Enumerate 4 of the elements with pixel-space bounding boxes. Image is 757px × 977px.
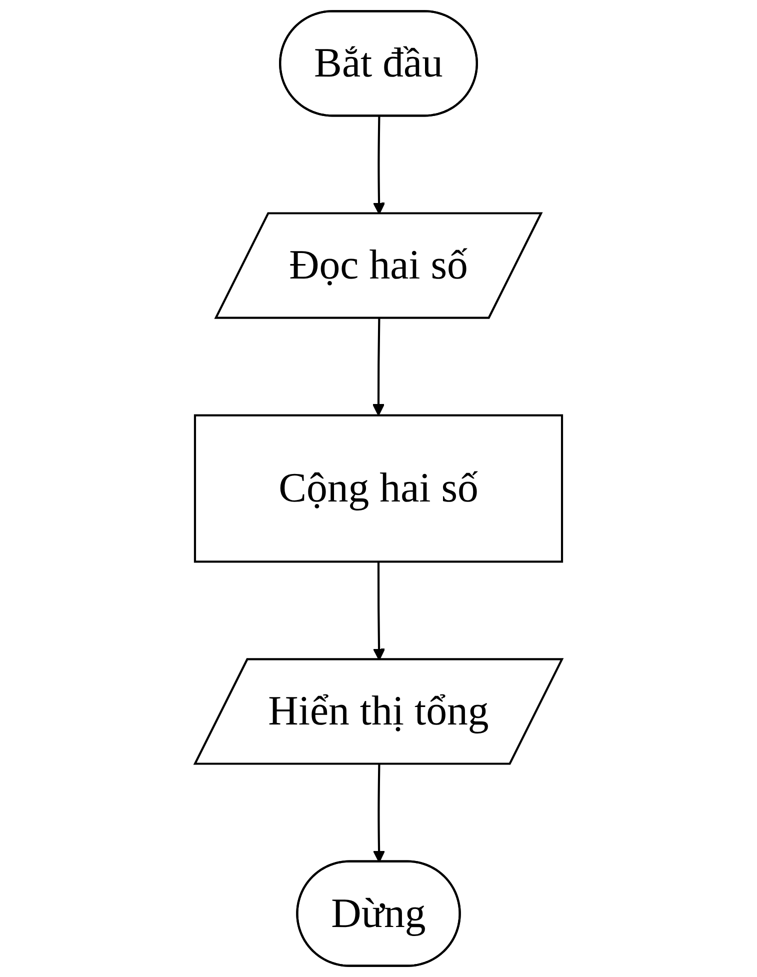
- arrow: [372, 116, 386, 214]
- node-box: Cộng hai số: [194, 414, 564, 563]
- arrow: [372, 318, 385, 416]
- arrow: [372, 562, 386, 660]
